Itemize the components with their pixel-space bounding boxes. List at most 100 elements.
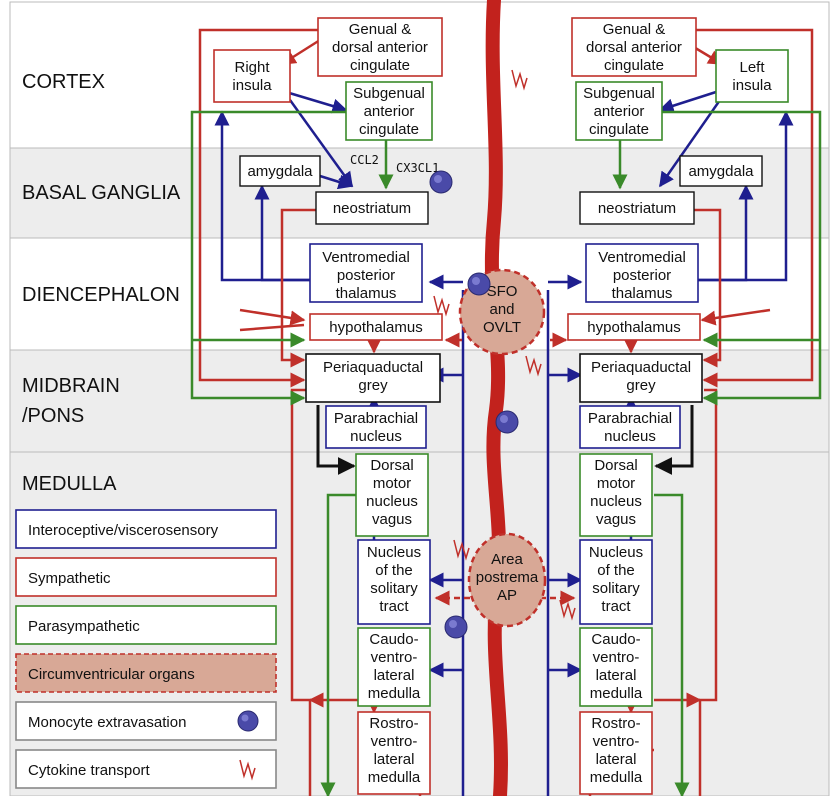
- node-text: Left: [739, 59, 765, 76]
- node-text: dorsal anterior: [332, 39, 428, 56]
- region-label-medulla: MEDULLA: [22, 473, 117, 495]
- node-text: postrema: [476, 569, 539, 586]
- node-text: medulla: [590, 685, 643, 702]
- node-text: SFO: [487, 283, 518, 300]
- node-text: vagus: [372, 511, 412, 528]
- node-neostriatum-right: neostriatum: [579, 191, 695, 225]
- legend: Interoceptive/viscerosensory Sympathetic…: [15, 509, 277, 789]
- node-text: grey: [358, 377, 388, 394]
- monocyte-icon: [444, 615, 468, 639]
- node-amygdala-right: amygdala: [679, 155, 763, 187]
- node-text: Genual &: [349, 21, 412, 38]
- node-text: and: [489, 301, 514, 318]
- pag-to-dmnv-arrows: [316, 405, 694, 475]
- node-text: ventro-: [593, 649, 640, 666]
- node-text: OVLT: [483, 319, 521, 336]
- node-text: ventro-: [593, 733, 640, 750]
- svg-text:Monocyte extravasation: Monocyte extravasation: [28, 714, 186, 731]
- node-text: vagus: [596, 511, 636, 528]
- blood-vessel: [484, 0, 508, 796]
- node-text: posterior: [337, 267, 395, 284]
- cytokine-icon: [239, 759, 256, 781]
- legend-item-interoceptive: Interoceptive/viscerosensory: [15, 509, 277, 549]
- node-text: nucleus: [350, 428, 402, 445]
- sympathetic-arrows: [198, 28, 814, 796]
- node-text: thalamus: [336, 285, 397, 302]
- cytokine-icon: [559, 599, 576, 621]
- cytokine-icon: [433, 295, 450, 317]
- node-text: lateral: [374, 751, 415, 768]
- region-label-basal-ganglia: BASAL GANGLIA: [22, 182, 181, 204]
- legend-item-monocyte: Monocyte extravasation: [15, 701, 277, 741]
- node-text: tract: [379, 598, 409, 615]
- node-text: Right: [234, 59, 270, 76]
- node-text: lateral: [596, 751, 637, 768]
- node-text: anterior: [594, 103, 645, 120]
- node-text: Subgenual: [353, 85, 425, 102]
- node-text: dorsal anterior: [586, 39, 682, 56]
- node-text: cingulate: [589, 121, 649, 138]
- node-text: motor: [373, 475, 411, 492]
- cytokine-icon: [525, 355, 542, 377]
- node-text: nucleus: [366, 493, 418, 510]
- svg-text:neostriatum: neostriatum: [598, 200, 676, 217]
- region-label-cortex: CORTEX: [22, 71, 105, 93]
- node-amygdala-left: amygdala: [239, 155, 321, 187]
- svg-text:Cytokine transport: Cytokine transport: [28, 762, 151, 779]
- annotation-ccl2: CCL2: [350, 153, 379, 167]
- annotation-cx3cl1: CX3CL1: [396, 161, 439, 175]
- monocyte-icon: [467, 272, 491, 296]
- node-text: Dorsal: [370, 457, 413, 474]
- node-text: Parabrachial: [588, 410, 672, 427]
- node-text: tract: [601, 598, 631, 615]
- node-text: nucleus: [604, 428, 656, 445]
- cytokine-icon: [453, 539, 470, 561]
- node-text: lateral: [374, 667, 415, 684]
- region-label-pons: /PONS: [22, 405, 84, 427]
- svg-text:amygdala: amygdala: [247, 163, 313, 180]
- cytokine-icon: [511, 69, 528, 91]
- node-text: cingulate: [604, 57, 664, 74]
- node-text: ventro-: [371, 733, 418, 750]
- node-hypothalamus-right: hypothalamus: [567, 313, 701, 341]
- node-text: Rostro-: [369, 715, 418, 732]
- node-text: Nucleus: [589, 544, 643, 561]
- node-text: insula: [232, 77, 272, 94]
- node-text: medulla: [368, 769, 421, 786]
- node-text: posterior: [613, 267, 671, 284]
- cvo-dashed-arrows: [434, 332, 576, 606]
- node-neostriatum-left: neostriatum: [315, 191, 429, 225]
- node-text: Subgenual: [583, 85, 655, 102]
- node-text: motor: [597, 475, 635, 492]
- node-text: AP: [497, 587, 517, 604]
